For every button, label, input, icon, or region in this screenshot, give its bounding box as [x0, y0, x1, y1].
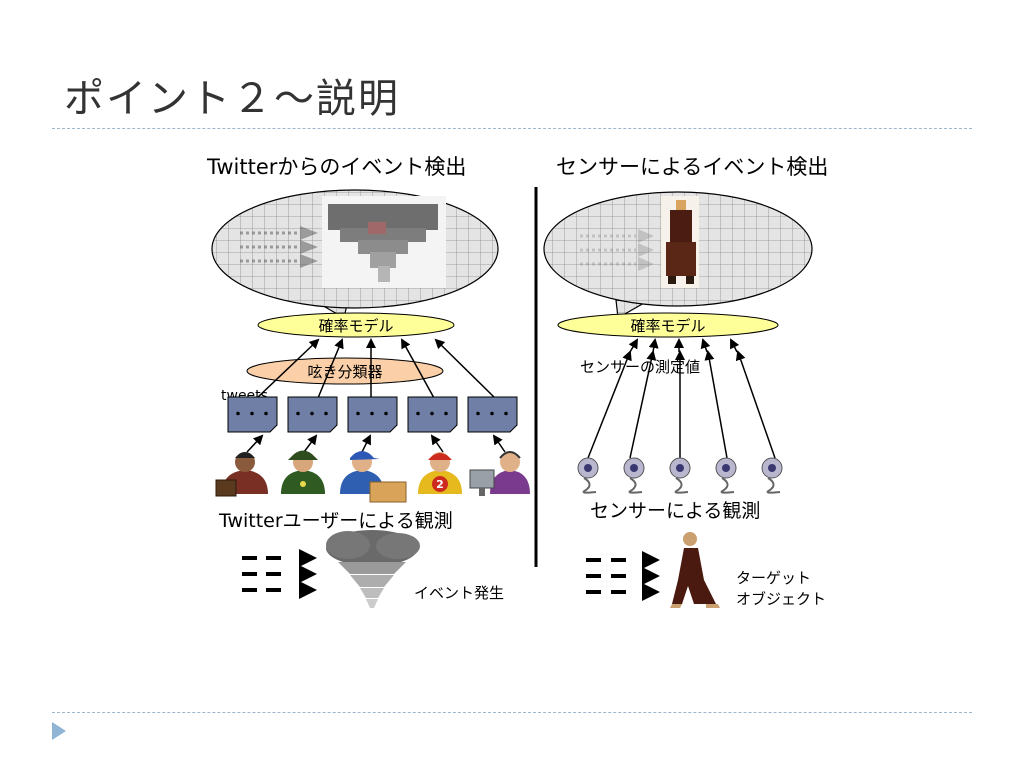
right-thought-bubble [543, 191, 813, 319]
racer-icon: 2 [418, 452, 462, 494]
left-observation-label: Twitterユーザーによる観測 [218, 510, 453, 532]
event-label: イベント発生 [414, 584, 504, 602]
svg-text:2: 2 [436, 478, 444, 491]
sensor-to-measurement-arrows [587, 350, 776, 459]
tweet-boxes: ・・・ ・・・ ・・・ ・・・ ・・・ [227, 396, 518, 433]
left-thought-bubble [211, 189, 499, 319]
footer-divider [52, 712, 972, 713]
right-panel-heading: センサーによるイベント検出 [556, 155, 828, 179]
target-label-line1: ターゲット [736, 569, 811, 587]
tornado-cloud-icon [326, 530, 420, 608]
measurement-to-model-arrows [628, 338, 740, 353]
svg-text:・・・: ・・・ [411, 407, 453, 423]
svg-text:・・・: ・・・ [231, 407, 273, 423]
soldier-icon [281, 450, 325, 494]
walking-person-icon [670, 532, 720, 608]
pixelated-tornado-icon [322, 196, 446, 288]
tweet-box: ・・・ [287, 396, 338, 433]
tweet-box: ・・・ [467, 396, 518, 433]
left-bubble-faded-arrows [240, 226, 318, 268]
target-label-line2: オブジェクト [736, 590, 826, 608]
webcam-icon [577, 457, 599, 494]
right-model-ellipse [557, 312, 779, 338]
svg-text:・・・: ・・・ [471, 407, 513, 423]
webcam-icon [669, 457, 691, 494]
slide-title: ポイント２～説明 [64, 76, 400, 122]
footer-triangle-icon [52, 722, 66, 740]
operator-icon [469, 451, 530, 496]
businessman-icon [215, 452, 268, 497]
webcam-icon [715, 457, 737, 494]
left-panel-heading: Twitterからのイベント検出 [206, 155, 466, 179]
left-event-arrows-icon [242, 549, 317, 599]
right-bubble-faded-arrows [580, 229, 654, 271]
webcam-icon [761, 457, 783, 494]
right-event-arrows-icon [586, 551, 660, 601]
svg-text:・・・: ・・・ [291, 407, 333, 423]
left-model-label: 確率モデル [318, 317, 393, 335]
measurement-label: センサーの測定値 [580, 358, 700, 376]
svg-text:・・・: ・・・ [351, 407, 393, 423]
user-to-tweet-arrows [246, 434, 506, 453]
right-model-label: 確率モデル [630, 317, 705, 335]
tweet-box: ・・・ [347, 396, 398, 433]
classifier-to-model-arrows [256, 338, 496, 399]
webcam-icon [623, 457, 645, 494]
tweet-box: ・・・ [407, 396, 458, 433]
right-observation-label: センサーによる観測 [590, 500, 760, 522]
classifier-ellipse [246, 357, 444, 385]
pixelated-walker-icon [661, 196, 699, 288]
delivery-person-icon [340, 451, 407, 503]
tweet-box: ・・・ [227, 396, 278, 433]
title-divider [52, 128, 972, 129]
left-model-ellipse [257, 312, 455, 338]
